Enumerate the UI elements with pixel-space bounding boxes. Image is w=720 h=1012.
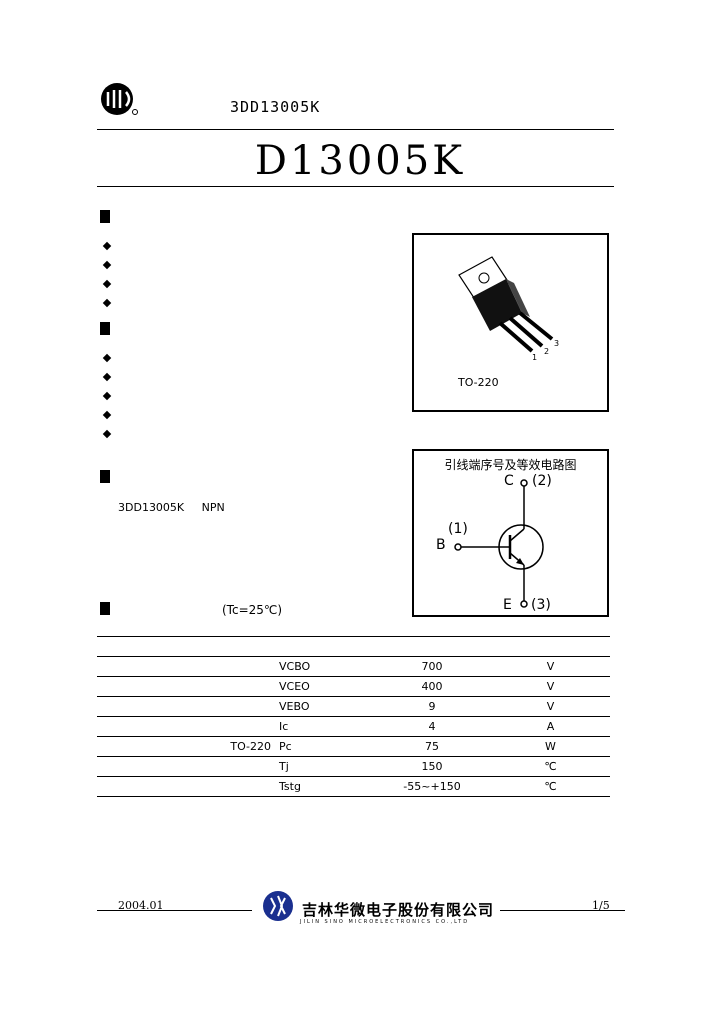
bullet-list-2 [102,350,114,445]
value-cell: 4 [373,716,491,737]
symbol-cell: Pc [275,736,373,757]
value-cell: 9 [373,696,491,717]
footer-rule-left [97,910,252,911]
company-name-en: JILIN SINO MICROELECTRONICS CO.,LTD [300,919,470,925]
header-part-number: 3DD13005K [230,98,321,116]
value-cell: 75 [373,736,491,757]
symbol-cell: VCBO [275,656,373,677]
table-row: Ic 4 A [97,716,610,737]
table-header-row [97,636,610,657]
value-cell: -55~+150 [373,776,491,797]
title-rule [97,186,614,187]
circuit-diagram-title: 引线端序号及等效电路图 [444,458,577,472]
table-row: Tstg -55~+150 ℃ [97,776,610,797]
collector-pin: (2) [532,473,552,489]
symbol-cell: VCEO [275,676,373,697]
page-number: 1/5 [592,899,610,912]
symbol-cell: Ic [275,716,373,737]
table-row: TO-220 Pc 75 W [97,736,610,757]
symbol-cell: VEBO [275,696,373,717]
transistor-symbol [454,479,544,608]
package-label: TO-220 [458,376,499,389]
value-cell: 700 [373,656,491,677]
emitter-label: E [503,597,512,613]
table-row: VCBO 700 V [97,656,610,677]
table-row: VEBO 9 V [97,696,610,717]
pin-label-3: 3 [554,339,559,348]
pin-label-2: 2 [544,347,549,356]
unit-cell: V [491,656,610,677]
company-name: 吉林华微电子股份有限公司 [302,901,495,919]
ratings-title: (Tc=25℃) [222,603,283,617]
unit-cell: A [491,716,610,737]
unit-cell: V [491,676,610,697]
package-image-box: 1 2 3 TO-220 [412,233,609,412]
unit-cell: W [491,736,610,757]
unit-cell: V [491,696,610,717]
base-pin: (1) [448,521,468,537]
section-marker [100,602,110,615]
circuit-diagram-box: 引线端序号及等效电路图 C (2) (1) B E (3) [412,449,609,617]
value-cell: 150 [373,756,491,777]
page-title: D13005K [254,138,466,184]
description-type: NPN [201,501,225,514]
bullet-list-1 [102,238,114,314]
footer-date: 2004.01 [118,899,164,912]
symbol-cell: Tstg [275,776,373,797]
ratings-table: VCBO 700 V VCEO 400 V VEBO 9 V Ic 4 A TO… [97,636,610,797]
condition-cell: TO-220 [97,736,275,757]
table-row: Tj 150 ℃ [97,756,610,777]
description-line: 3DD13005K NPN [118,501,225,514]
emitter-pin: (3) [531,597,551,613]
company-emblem [263,891,293,921]
symbol-cell: Tj [275,756,373,777]
value-cell: 400 [373,676,491,697]
base-label: B [436,537,446,553]
description-part: 3DD13005K [118,501,185,514]
section-marker [100,322,110,335]
to220-package-drawing: 1 2 3 [458,256,559,362]
company-logo [101,83,138,115]
unit-cell: ℃ [491,776,610,797]
collector-label: C [504,473,514,489]
pin-label-1: 1 [532,353,537,362]
header-rule [97,129,614,130]
unit-cell: ℃ [491,756,610,777]
section-marker [100,470,110,483]
footer-rule-right [500,910,625,911]
table-row: VCEO 400 V [97,676,610,697]
section-marker [100,210,110,223]
